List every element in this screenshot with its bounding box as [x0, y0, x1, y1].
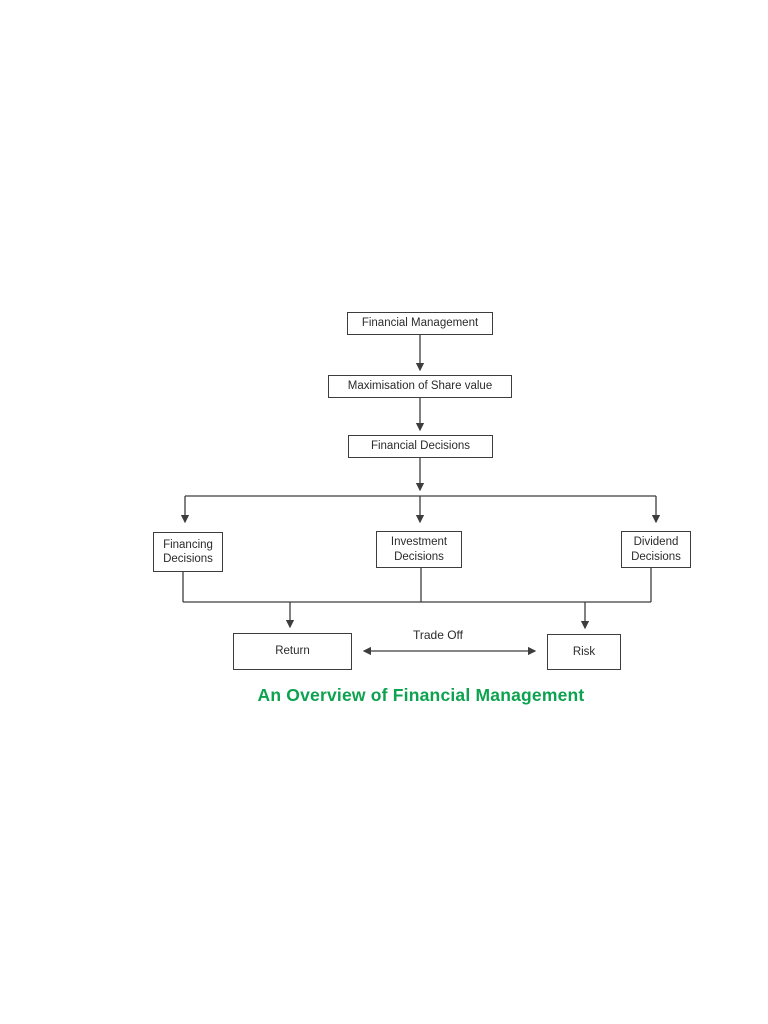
node-dividend-decisions-label: Dividend Decisions [631, 536, 681, 563]
node-financial-management: Financial Management [347, 312, 493, 335]
node-investment-decisions-label: Investment Decisions [390, 536, 448, 563]
node-financial-decisions: Financial Decisions [348, 435, 493, 458]
diagram-caption: An Overview of Financial Management [257, 685, 585, 705]
node-financing-decisions: Financing Decisions [153, 532, 223, 572]
node-financing-decisions-label: Financing Decisions [163, 538, 213, 565]
node-financial-management-label: Financial Management [361, 317, 479, 330]
node-risk: Risk [547, 634, 621, 670]
node-investment-decisions: Investment Decisions [376, 531, 462, 568]
node-dividend-decisions: Dividend Decisions [621, 531, 691, 568]
node-maximisation-of-share-value: Maximisation of Share value [328, 375, 512, 398]
trade-off-label: Trade Off [412, 628, 464, 642]
node-return-label: Return [275, 645, 310, 658]
node-return: Return [233, 633, 352, 670]
node-risk-label: Risk [572, 645, 596, 658]
node-maximisation-label: Maximisation of Share value [347, 380, 493, 393]
node-financial-decisions-label: Financial Decisions [370, 440, 471, 453]
